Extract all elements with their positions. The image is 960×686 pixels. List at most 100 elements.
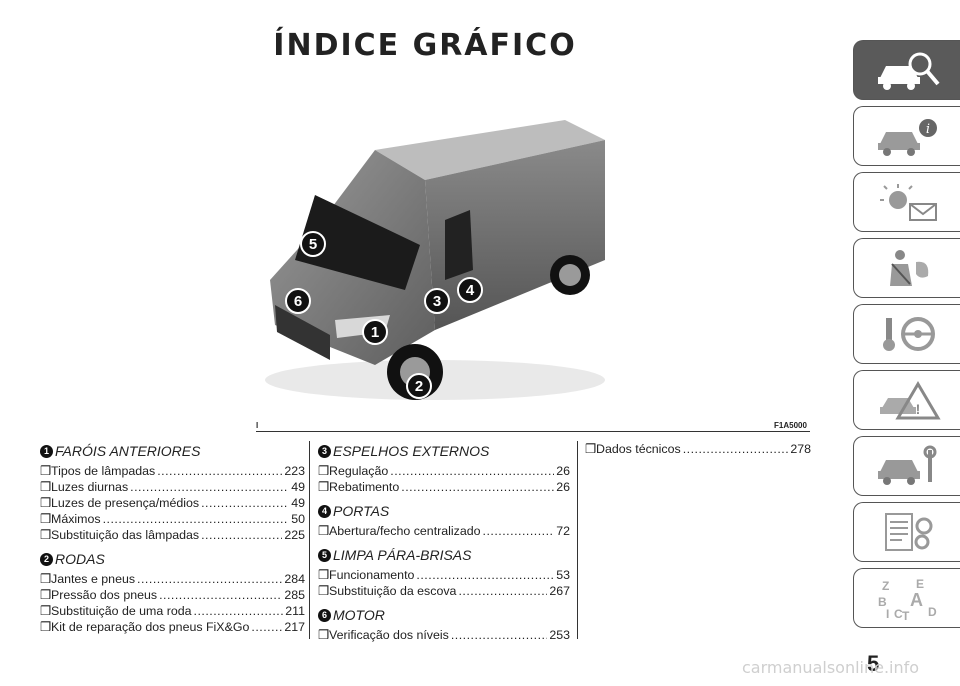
- callout-4: 4: [457, 277, 483, 303]
- checkbox-icon: ❒: [40, 528, 52, 542]
- svg-text:i: i: [925, 122, 929, 137]
- svg-text:A: A: [910, 590, 923, 610]
- tab-car-search[interactable]: [853, 40, 960, 100]
- warning-light-icon: [879, 184, 937, 221]
- callout-3: 3: [424, 288, 450, 314]
- watermark: carmanualsonline.info: [742, 658, 920, 677]
- index-entry[interactable]: ❒Luzes de presença/médios49: [40, 495, 305, 511]
- section-heading[interactable]: FARÓIS ANTERIORES: [55, 443, 201, 459]
- svg-text:B: B: [878, 595, 887, 609]
- tab-car-info[interactable]: i: [853, 106, 960, 166]
- checkbox-icon: ❒: [40, 572, 52, 586]
- svg-text:Z: Z: [882, 579, 889, 593]
- svg-text:5: 5: [309, 236, 317, 253]
- index-entry[interactable]: ❒Regulação26: [318, 463, 570, 479]
- car-search-icon: [877, 52, 940, 90]
- svg-text:!: !: [915, 401, 920, 417]
- technical-data-icon: [884, 513, 932, 551]
- section-heading[interactable]: PORTAS: [333, 503, 390, 519]
- index-entry[interactable]: ❒Verificação dos níveis253: [318, 627, 570, 643]
- steering-key-icon: [882, 317, 935, 351]
- index-entry[interactable]: ❒Substituição da escova267: [318, 583, 570, 599]
- car-maintenance-icon: [877, 445, 936, 485]
- index-entry[interactable]: ❒Substituição de uma roda211: [40, 603, 305, 619]
- index-entry[interactable]: ❒Abertura/fecho centralizado72: [318, 523, 570, 539]
- checkbox-icon: ❒: [585, 442, 597, 456]
- index-entry[interactable]: ❒Pressão dos pneus285: [40, 587, 305, 603]
- figure-label: l: [256, 421, 259, 430]
- section-heading[interactable]: ESPELHOS EXTERNOS: [333, 443, 490, 459]
- index-entry[interactable]: ❒Dados técnicos278: [585, 441, 811, 457]
- section-heading[interactable]: MOTOR: [333, 607, 385, 623]
- svg-text:T: T: [902, 609, 910, 620]
- checkbox-icon: ❒: [40, 588, 52, 602]
- section-number: 3: [318, 444, 331, 458]
- callout-1: 1: [362, 319, 388, 345]
- index-entry[interactable]: ❒Rebatimento26: [318, 479, 570, 495]
- index-entry[interactable]: ❒Máximos50: [40, 511, 305, 527]
- index-entry[interactable]: ❒Substituição das lâmpadas225: [40, 527, 305, 543]
- checkbox-icon: ❒: [318, 464, 330, 478]
- section-number: 5: [318, 548, 331, 562]
- section-number: 2: [40, 552, 53, 566]
- svg-text:I: I: [886, 607, 889, 620]
- section-heading[interactable]: RODAS: [55, 551, 105, 567]
- section-header: 4 PORTAS: [318, 503, 570, 519]
- tab-technical-data[interactable]: [853, 502, 960, 562]
- index-entry[interactable]: ❒Jantes e pneus284: [40, 571, 305, 587]
- svg-text:6: 6: [294, 293, 302, 310]
- callout-2: 2: [406, 373, 432, 399]
- callout-5: 5: [300, 231, 326, 257]
- svg-text:C: C: [894, 607, 903, 620]
- index-entry[interactable]: ❒Funcionamento53: [318, 567, 570, 583]
- checkbox-icon: ❒: [318, 568, 330, 582]
- checkbox-icon: ❒: [40, 620, 52, 634]
- index-second-column: 3 ESPELHOS EXTERNOS ❒Regulação26 ❒Rebati…: [318, 441, 570, 643]
- checkbox-icon: ❒: [40, 480, 52, 494]
- index-first-column: 1 FARÓIS ANTERIORES ❒Tipos de lâmpadas22…: [40, 441, 305, 635]
- column-divider: [577, 441, 578, 639]
- index-entry[interactable]: ❒Kit de reparação dos pneus FiX&Go217: [40, 619, 305, 635]
- checkbox-icon: ❒: [40, 496, 52, 510]
- section-heading[interactable]: LIMPA PÁRA-BRISAS: [333, 547, 472, 563]
- checkbox-icon: ❒: [40, 604, 52, 618]
- car-info-icon: i: [877, 119, 937, 156]
- divider: [256, 431, 810, 432]
- section-number: 4: [318, 504, 331, 518]
- seatbelt-airbag-icon: [889, 250, 928, 286]
- van-illustration: 5 6 3 4 1 2: [265, 120, 605, 400]
- svg-text:2: 2: [415, 378, 423, 395]
- tab-warning-lights[interactable]: [853, 172, 960, 232]
- checkbox-icon: ❒: [40, 464, 52, 478]
- section-header: 6 MOTOR: [318, 607, 570, 623]
- section-number: 1: [40, 444, 53, 458]
- tab-maintenance[interactable]: [853, 436, 960, 496]
- callout-6: 6: [285, 288, 311, 314]
- column-divider: [309, 441, 310, 639]
- checkbox-icon: ❒: [318, 480, 330, 494]
- section-header: 2 RODAS: [40, 551, 305, 567]
- index-third-column: ❒Dados técnicos278: [585, 441, 811, 457]
- svg-text:4: 4: [466, 282, 475, 299]
- tab-safety[interactable]: [853, 238, 960, 298]
- section-header: 5 LIMPA PÁRA-BRISAS: [318, 547, 570, 563]
- figure-code: F1A5000: [774, 421, 807, 430]
- index-entry[interactable]: ❒Tipos de lâmpadas223: [40, 463, 305, 479]
- svg-text:D: D: [928, 605, 937, 619]
- svg-text:E: E: [916, 577, 924, 591]
- tab-starting-driving[interactable]: [853, 304, 960, 364]
- tab-emergency[interactable]: !: [853, 370, 960, 430]
- page-number: 5: [867, 651, 880, 676]
- svg-text:3: 3: [433, 293, 441, 310]
- emergency-triangle-icon: !: [879, 381, 941, 420]
- checkbox-icon: ❒: [40, 512, 52, 526]
- svg-text:1: 1: [371, 324, 379, 341]
- section-number: 6: [318, 608, 331, 622]
- checkbox-icon: ❒: [318, 584, 330, 598]
- index-entry[interactable]: ❒Luzes diurnas49: [40, 479, 305, 495]
- checkbox-icon: ❒: [318, 524, 330, 538]
- section-header: 3 ESPELHOS EXTERNOS: [318, 443, 570, 459]
- checkbox-icon: ❒: [318, 628, 330, 642]
